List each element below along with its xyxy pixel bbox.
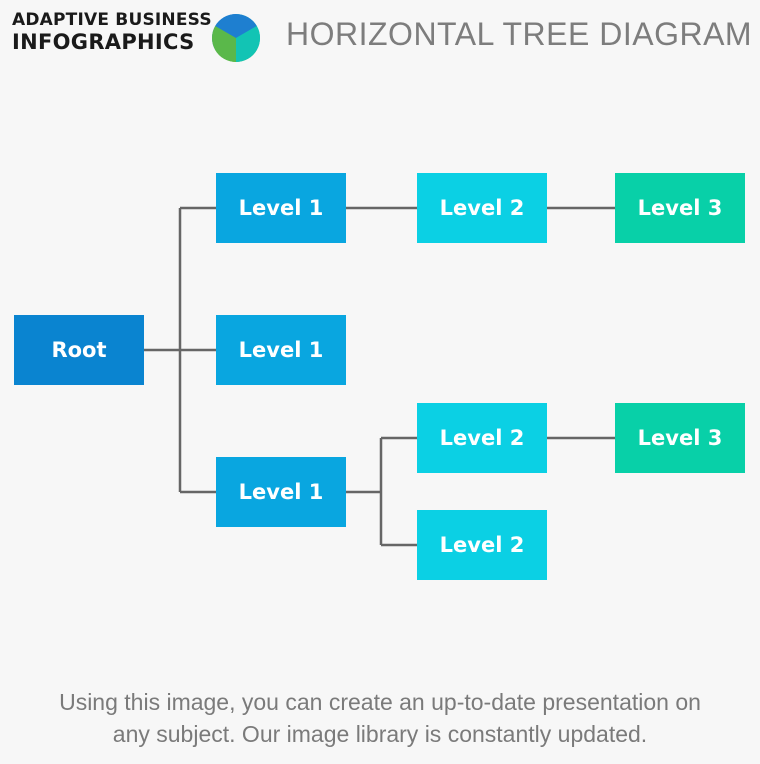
logo-segment-left <box>212 26 236 62</box>
node-level1-b: Level 1 <box>216 315 346 385</box>
pie-logo-icon <box>212 14 260 62</box>
node-level2-c: Level 2 <box>417 510 547 580</box>
node-level2-b: Level 2 <box>417 403 547 473</box>
caption-line-1: Using this image, you can create an up-t… <box>59 689 701 715</box>
caption-text: Using this image, you can create an up-t… <box>0 686 760 750</box>
brand-title: ADAPTIVE BUSINESS INFOGRAPHICS <box>12 12 212 53</box>
node-level3-b: Level 3 <box>615 403 745 473</box>
node-level2-a: Level 2 <box>417 173 547 243</box>
logo-segment-right <box>236 26 260 62</box>
diagram-title: HORIZONTAL TREE DIAGRAM <box>286 16 753 52</box>
node-level3-a: Level 3 <box>615 173 745 243</box>
node-root: Root <box>14 315 144 385</box>
brand-line-2: INFOGRAPHICS <box>12 30 195 54</box>
caption-line-2: any subject. Our image library is consta… <box>112 721 648 747</box>
logo-segment-top <box>215 14 257 39</box>
brand-line-1: ADAPTIVE BUSINESS <box>12 10 212 30</box>
node-level1-c: Level 1 <box>216 457 346 527</box>
node-level1-a: Level 1 <box>216 173 346 243</box>
